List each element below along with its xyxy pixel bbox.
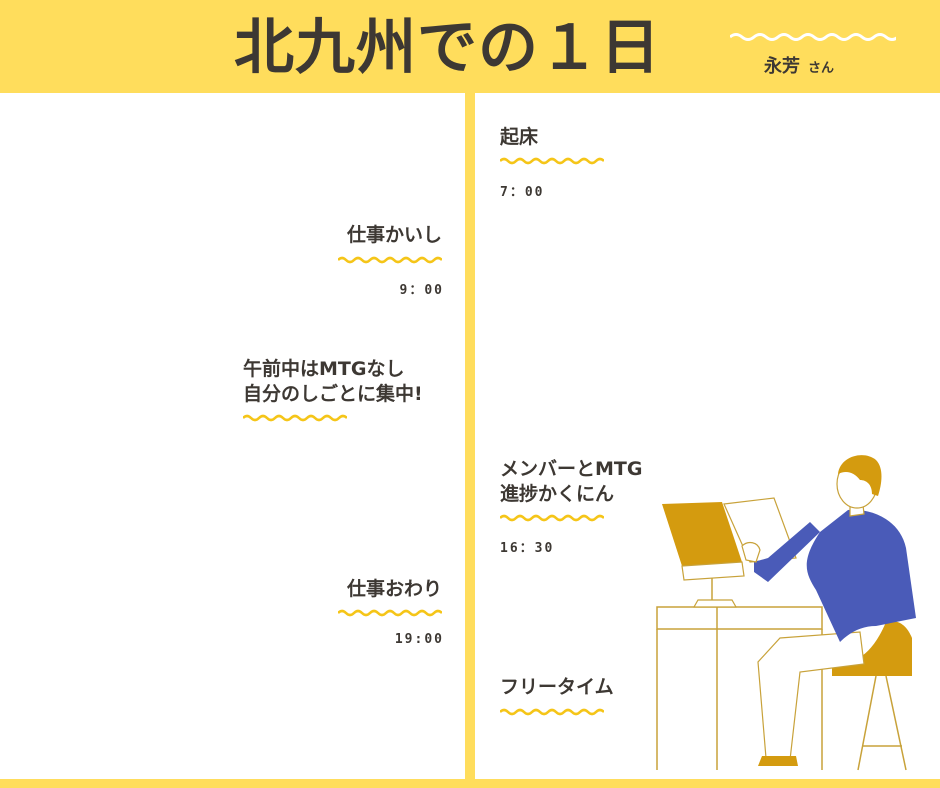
event-member-mtg-title-line1: メンバーとMTG: [500, 458, 643, 480]
event-morning-focus-wave: [243, 414, 347, 422]
event-wake-up-title: 起床: [500, 126, 539, 148]
event-morning-focus-title-line1: 午前中はMTGなし: [243, 358, 405, 380]
header-band: [0, 0, 940, 93]
header-wave-decoration: [730, 33, 896, 41]
event-wake-up-wave: [500, 157, 604, 165]
person-at-desk-icon: [656, 455, 916, 771]
event-wake-up-time: 7：00: [500, 185, 545, 200]
author-name: 永芳: [764, 56, 800, 77]
event-work-end-title: 仕事おわり: [346, 578, 442, 600]
event-work-end-wave: [338, 609, 442, 617]
author-honorific: さん: [808, 61, 835, 76]
event-work-end-time: 19:00: [394, 632, 444, 647]
event-work-start-time: 9：00: [399, 283, 444, 298]
author-label: 永芳さん: [764, 52, 834, 78]
event-free-time-title: フリータイム: [500, 676, 614, 698]
event-member-mtg-time: 16：30: [500, 541, 555, 556]
timeline-divider: [465, 93, 475, 788]
page-title: 北九州での１日: [234, 13, 661, 83]
event-member-mtg-wave: [500, 514, 604, 522]
event-morning-focus-title-line2: 自分のしごとに集中!: [243, 383, 423, 405]
bottom-band: [0, 779, 940, 788]
event-work-start-wave: [338, 256, 442, 264]
event-member-mtg-title-line2: 進捗かくにん: [500, 483, 615, 505]
event-free-time-wave: [500, 708, 604, 716]
event-work-start-title: 仕事かいし: [346, 224, 442, 246]
